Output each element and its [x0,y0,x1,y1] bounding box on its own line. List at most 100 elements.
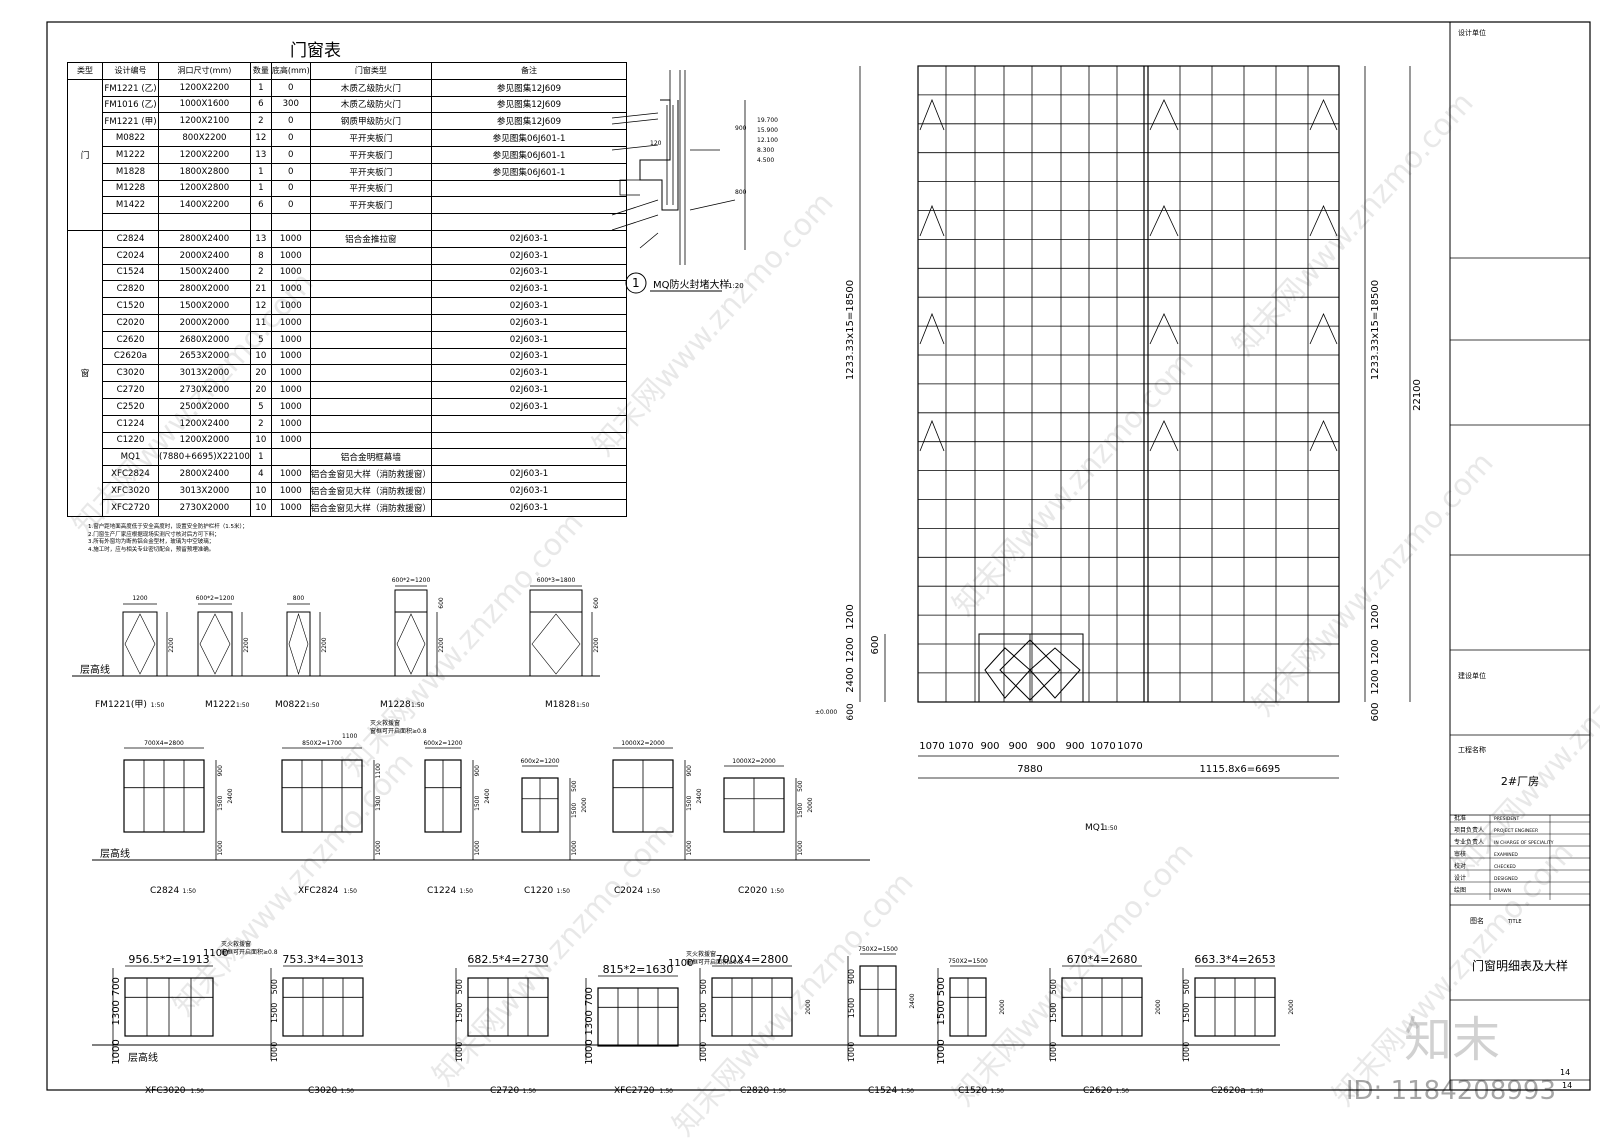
drawing-name: 门窗明细表及大样 [1472,958,1568,973]
door-top-dim: 800 [293,595,305,602]
leader [611,214,659,231]
leader [611,118,659,125]
dim: 1200 [845,604,856,629]
leader [611,112,659,119]
window-dim: 1300 [111,1000,122,1025]
mq1-bottom-dim: 900 [1036,741,1055,752]
window-scale: 1:50 [1116,1088,1130,1095]
level-text: 12.100 [757,137,778,144]
level-text: 15.900 [757,127,778,134]
table-cell: 12 [249,129,272,147]
table-cell: 5 [249,397,272,416]
door-frame [122,611,158,677]
rescue-note: 灭火救援窗 [221,940,251,948]
window-dim: 700 [111,977,122,996]
window-dim: 1500 [847,998,856,1018]
note-line: 4.施工时，应与相关专业密切配合，预留预埋准确。 [88,546,215,553]
door-name: FM1221(甲) [95,699,147,710]
rescue-note2: 窗框可开启面积≥0.8 [686,958,743,966]
window-total: 2000 [1155,999,1162,1014]
window-total: 2000 [807,797,814,812]
signoff-role-en: EXAMINED [1494,852,1518,858]
level-text: 4.500 [757,157,774,164]
door-scale: 1:50 [576,702,590,709]
window-total: 2000 [999,999,1006,1014]
window-name: C1520 [958,1086,987,1096]
detail-slab [619,179,640,196]
window-dim: 1000 [584,1039,595,1064]
window-top-dim: 750X2=1500 [858,946,898,953]
window-name: C2620a [1211,1086,1246,1096]
mq1-bottom-dim: 1070 [1090,741,1115,752]
drawing-label: 图名 [1470,916,1484,925]
signoff-role-en: DRAWN [1494,888,1511,894]
signoff-role-en: PROJECT ENGINEER [1494,828,1538,834]
mq1-left-total: 7880 [1017,764,1042,775]
general-notes: 1.窗户距地面高度低于安全高度时，设置安全防护栏杆（1.5米）；2.门窗生产厂家… [88,524,248,554]
mq1-bottom-dim: 1070 [948,741,973,752]
window-top-dim: 682.5*4=2730 [467,953,548,966]
mq1-right-height: 1233.33x15=18500 [1370,280,1381,380]
door-frame [286,611,311,677]
build-unit-label: 建设单位 [1458,671,1486,680]
window-top2: 1100 [668,958,693,969]
signoff-role: 设计 [1454,874,1466,882]
window-top-dim: 600x2=1200 [423,740,462,747]
design-unit-label: 设计单位 [1458,28,1486,37]
signoff-role: 专业负责人 [1454,838,1484,846]
signoff-role-en: CHECKED [1494,864,1516,870]
signoff-role: 审核 [1454,850,1466,858]
window-dim: 1500 [936,1000,947,1025]
window-dim: 1000 [111,1039,122,1064]
window-dim: 500 [571,780,578,792]
table-cell: 12 [249,297,272,315]
image-id: ID: 1184208993 [1345,1076,1556,1106]
dim: 1200 [845,637,856,662]
mq1-bottom-dim: 900 [1008,741,1027,752]
window-total: 2400 [696,788,703,803]
window-total: 2000 [805,999,812,1014]
door-height: 2200 [243,637,250,652]
vent-triangle [919,312,945,345]
table-cell: 1 [249,179,272,198]
window-name: XFC2824 [298,886,339,896]
vent-triangle [919,419,945,452]
vent-triangle [919,204,945,237]
window-dim: 500 [797,780,804,792]
door-transom [394,589,428,613]
window-dim: 1500 [270,1003,279,1023]
window-name: C2024 [614,886,643,896]
window-top-dim: 600x2=1200 [520,758,559,765]
signoff-role: 校对 [1454,862,1466,870]
window-dim: 1000 [1182,1042,1191,1062]
project-label: 工程名称 [1458,745,1486,754]
signoff-role: 绘图 [1454,886,1466,894]
sheet-number-2: 14 [1562,1081,1572,1090]
table-cell: 6 [249,196,272,215]
window-dim: 500 [270,979,279,994]
door-swing [1029,647,1081,699]
mq1-bottom-dim: 1070 [919,741,944,752]
window-dim: 1000 [936,1039,947,1064]
window-dim: 500 [699,979,708,994]
table-cell: 6 [249,95,272,114]
window-dim: 500 [936,977,947,996]
window-dim: 1000 [375,840,382,855]
window-dim: 1000 [455,1042,464,1062]
mq1-door [978,633,1084,703]
table-cell: 10 [249,431,272,450]
signoff-role: 项目负责人 [1454,826,1484,834]
window-total: 2000 [1288,999,1295,1014]
type-cell: 窗 [67,229,103,517]
window-top2: 1100 [203,948,228,959]
window-scale: 1:50 [523,1088,537,1095]
door-scale: 1:50 [151,702,165,709]
door-top-dim: 1200 [132,595,147,602]
